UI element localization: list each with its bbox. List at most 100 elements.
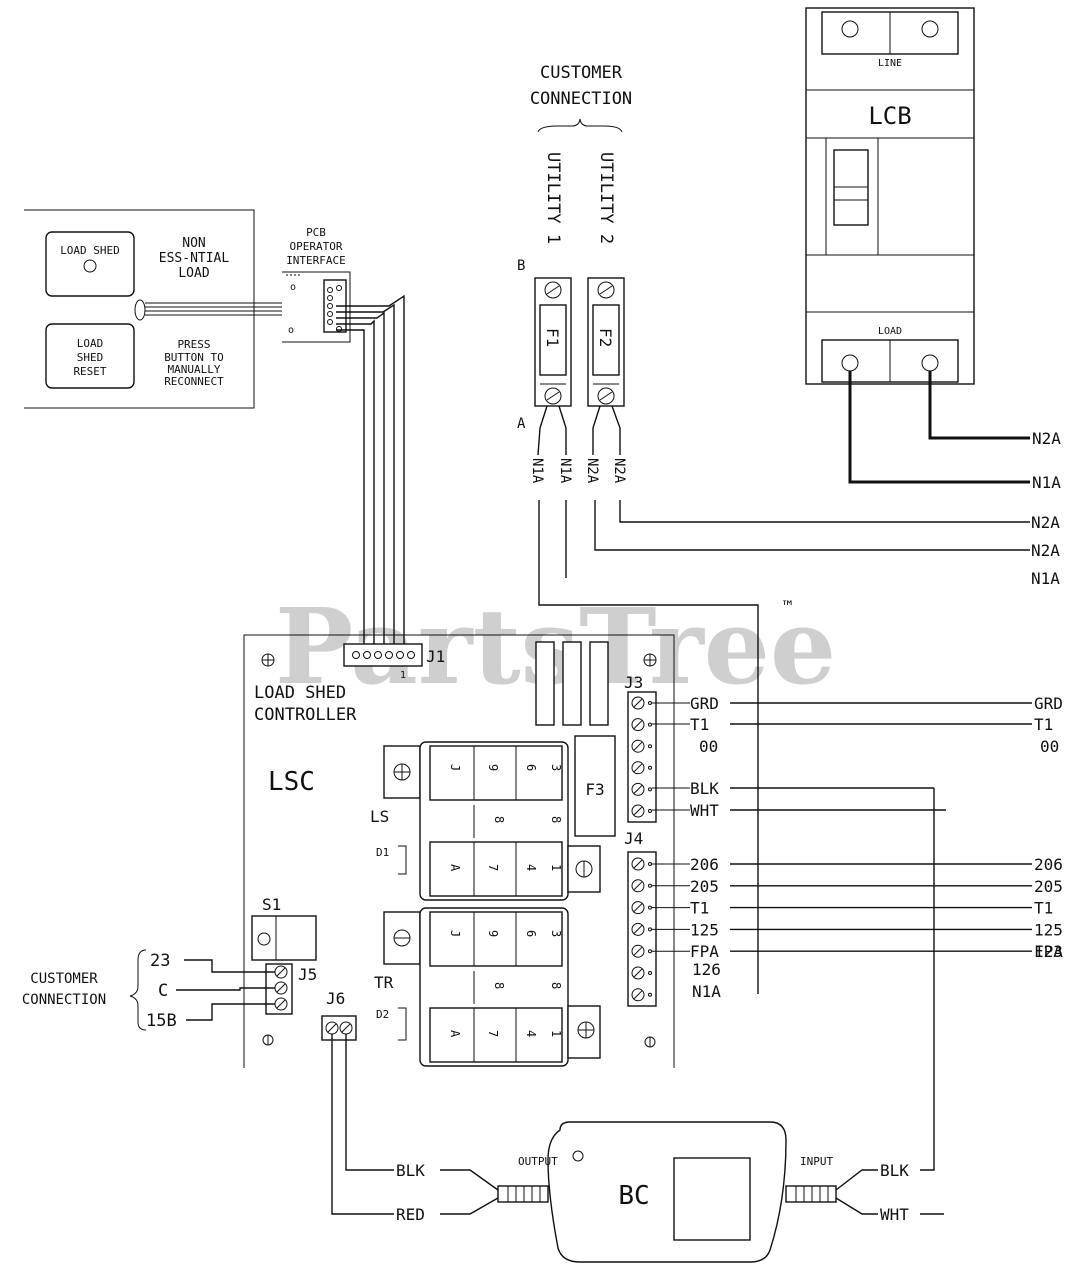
j4-wire-outer-6: 123 bbox=[1034, 942, 1063, 961]
customer-connection-top-line2: CONNECTION bbox=[530, 89, 632, 109]
j4-wire-outer-4: 125 bbox=[1034, 920, 1063, 939]
svg-text:4: 4 bbox=[524, 864, 538, 871]
load-shed-label: LOAD SHED bbox=[60, 244, 120, 257]
svg-text:7: 7 bbox=[486, 1030, 500, 1037]
j4-terminal-6 bbox=[631, 966, 645, 980]
fuse-label-a: A bbox=[517, 416, 526, 432]
battery-charger: BC OUTPUT INPUT bbox=[497, 1121, 837, 1263]
ribbon-wire-5 bbox=[336, 329, 365, 650]
ribbon-wire-3 bbox=[336, 311, 385, 650]
bc-red-out-label: RED bbox=[396, 1205, 425, 1224]
bc-label: BC bbox=[618, 1181, 649, 1211]
fuse-1-label: F1 bbox=[543, 328, 562, 347]
bc-output-label: OUTPUT bbox=[518, 1155, 558, 1168]
press-line2: BUTTON TO bbox=[164, 351, 224, 364]
utility-1-label: UTILITY 1 bbox=[543, 152, 563, 244]
j3-label: J3 bbox=[624, 673, 643, 692]
svg-text:1: 1 bbox=[549, 1030, 563, 1037]
j3-wire-label-5: WHT bbox=[690, 801, 719, 820]
non-essential-line3: LOAD bbox=[178, 266, 209, 281]
wire-23 bbox=[184, 959, 275, 973]
svg-text:J: J bbox=[448, 764, 462, 771]
svg-text:9: 9 bbox=[486, 930, 500, 937]
j4-wire-label-5: FPA bbox=[690, 942, 719, 961]
utility-2-label: UTILITY 2 bbox=[596, 152, 616, 244]
ribbon-wire-4 bbox=[336, 319, 375, 650]
lcb-wire-n1a bbox=[848, 371, 1030, 484]
j3-wire-outer-1: GRD bbox=[1034, 694, 1063, 713]
j4-wire-label-1: 206 bbox=[690, 855, 719, 874]
fuse1-lead-a bbox=[537, 405, 548, 456]
lsc-title-line1: LOAD SHED bbox=[254, 683, 346, 703]
util-wire-1: N1A bbox=[529, 458, 545, 484]
util-wire-3: N2A bbox=[584, 458, 600, 484]
j3-wire-outer-3: 00 bbox=[1040, 737, 1059, 756]
svg-text:1: 1 bbox=[549, 864, 563, 871]
cust-wire-15b: 15B bbox=[146, 1011, 177, 1031]
fuse1-lead-b bbox=[558, 405, 567, 455]
fuse-2-label: F2 bbox=[596, 328, 615, 347]
j4-terminal-4 bbox=[631, 922, 645, 936]
j4-terminal-2 bbox=[631, 879, 645, 893]
bc-wht-in-label: WHT bbox=[880, 1205, 909, 1224]
wire-n2a-1 bbox=[619, 500, 1030, 523]
lcb-n1a-label: N1A bbox=[1032, 473, 1061, 492]
j4-terminal-7 bbox=[631, 988, 645, 1002]
lsc-abbr: LSC bbox=[268, 767, 315, 797]
lcb-breaker: LINE LCB LOAD bbox=[805, 7, 975, 385]
j4-wire-label-6: 126 bbox=[692, 960, 721, 979]
bc-input-label: INPUT bbox=[800, 1155, 833, 1168]
fuse2-lead-b bbox=[611, 405, 621, 455]
press-line4: RECONNECT bbox=[164, 375, 224, 388]
j3-wire-label-2: T1 bbox=[690, 715, 709, 734]
fuse-label-b: B bbox=[517, 258, 525, 274]
ls-label: LS bbox=[370, 807, 389, 826]
j3-terminal-3 bbox=[631, 739, 645, 753]
svg-text:9: 9 bbox=[486, 764, 500, 771]
s1-switch[interactable] bbox=[257, 932, 271, 946]
svg-text:6: 6 bbox=[524, 930, 538, 937]
customer-connection-left-line1: CUSTOMER bbox=[30, 971, 98, 987]
j3-wire-label-4: BLK bbox=[690, 779, 719, 798]
f3-label: F3 bbox=[585, 780, 604, 799]
svg-text:8: 8 bbox=[549, 816, 563, 823]
lcb-line-label: LINE bbox=[878, 58, 902, 69]
j3-wire-label-3: 00 bbox=[699, 737, 718, 756]
lcb-wire-n2a bbox=[928, 371, 1030, 440]
j1-pin1-label: 1 bbox=[400, 670, 406, 681]
svg-text:o: o bbox=[288, 325, 294, 336]
right-n2a-2: N2A bbox=[1031, 541, 1060, 560]
lsc-title-line2: CONTROLLER bbox=[254, 705, 357, 725]
bc-blk-out-label: BLK bbox=[396, 1161, 425, 1180]
j3-terminal-2 bbox=[631, 718, 645, 732]
j4-wire-label-3: T1 bbox=[690, 899, 709, 918]
j4-wire-label-2: 205 bbox=[690, 877, 719, 896]
svg-text:A: A bbox=[448, 864, 462, 872]
wire-bc-blk-out bbox=[345, 1034, 394, 1171]
svg-text:o: o bbox=[290, 282, 296, 293]
svg-text:A: A bbox=[448, 1030, 462, 1038]
j3-terminal-1 bbox=[631, 696, 645, 710]
j4-wire-label-4: 125 bbox=[690, 920, 719, 939]
j4-wire-outer-5: FPA bbox=[1034, 942, 1063, 961]
load-shed-reset-button[interactable] bbox=[45, 323, 135, 389]
lcb-load-label: LOAD bbox=[878, 326, 902, 337]
load-shed-lamp bbox=[83, 259, 97, 273]
j1-label: J1 bbox=[426, 647, 445, 666]
tr-label: TR bbox=[374, 973, 394, 992]
load-shed-controller-board: LOAD SHED CONTROLLER LSC J1 1 F3 LS bbox=[243, 634, 675, 1068]
ribbon-wire-1 bbox=[336, 294, 405, 650]
j4-terminal-3 bbox=[631, 901, 645, 915]
j3-terminal-5 bbox=[631, 782, 645, 796]
pcb-line2: OPERATOR bbox=[290, 240, 343, 253]
svg-text:7: 7 bbox=[486, 864, 500, 871]
svg-text:8: 8 bbox=[549, 982, 563, 989]
j5-label: J5 bbox=[298, 965, 317, 984]
j4-wire-outer-2: 205 bbox=[1034, 877, 1063, 896]
j3-terminals bbox=[631, 696, 652, 818]
lcb-n2a-label: N2A bbox=[1032, 429, 1061, 448]
svg-text:3: 3 bbox=[549, 764, 563, 771]
load-shed-panel: LOAD SHED NON ESS-NTIAL LOAD LOAD SHED R… bbox=[24, 209, 282, 409]
j4-label: J4 bbox=[624, 829, 643, 848]
